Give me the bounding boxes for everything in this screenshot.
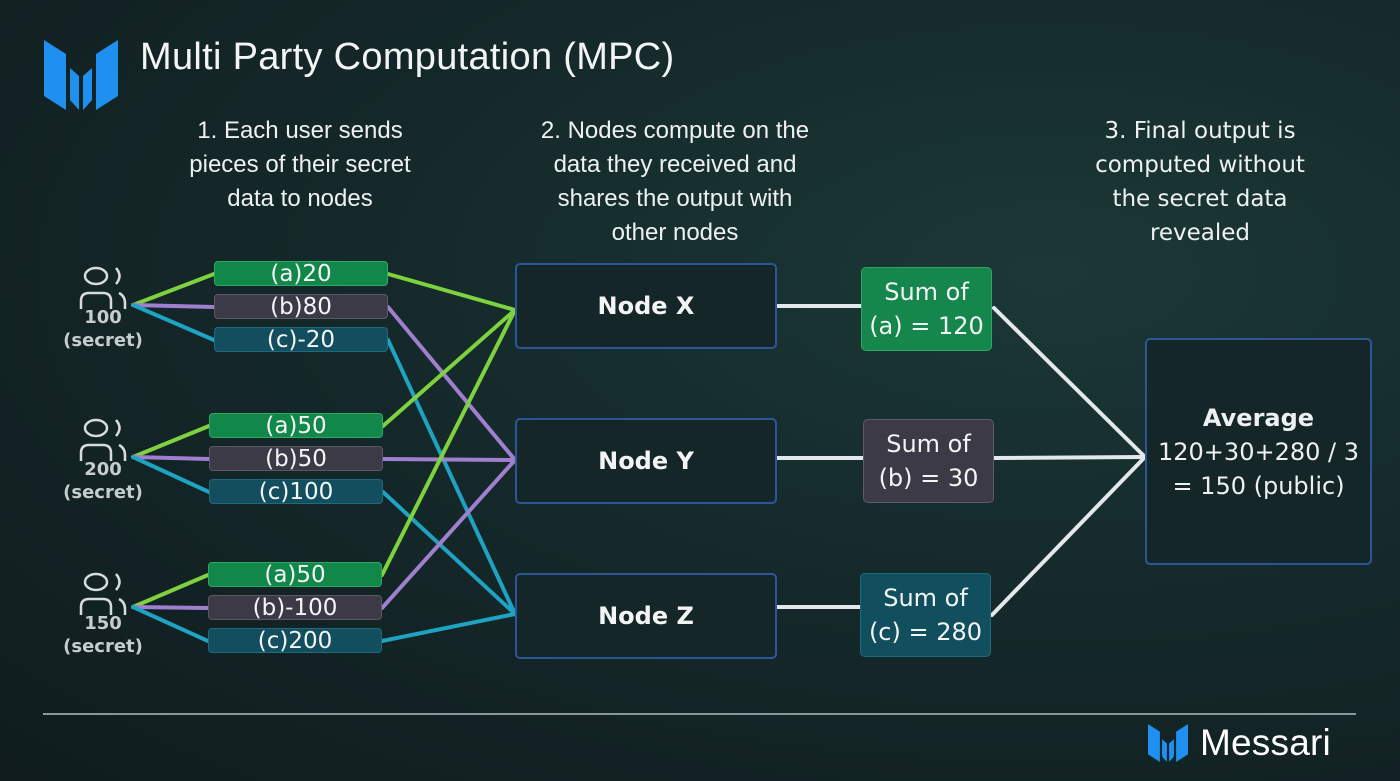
share-to-node-wire-b [381, 457, 517, 462]
share-chip-b: (b)50 [209, 446, 383, 471]
sum-value: (a) = 120 [869, 312, 984, 340]
node-z: Node Z [515, 573, 777, 659]
node-x: Node X [515, 263, 777, 349]
user-2: 200 (secret) [58, 417, 148, 505]
user-to-share-wire-b [131, 455, 211, 461]
share-chip-a: (a)50 [209, 413, 383, 438]
users-icon [79, 572, 127, 615]
share-chip-a: (a)20 [214, 261, 388, 286]
node-label: Node Z [598, 602, 694, 630]
sum-to-result-wire [991, 455, 1147, 460]
share-chip-c: (c)-20 [214, 327, 388, 352]
step-2-description: 2. Nodes compute on the data they receiv… [500, 114, 850, 250]
user-secret-value: 200 [84, 459, 122, 480]
user-to-share-wire-c [131, 455, 211, 494]
user-to-share-wire-a [131, 272, 216, 307]
user-3: 150 (secret) [58, 571, 148, 659]
share-to-node-wire-c [381, 490, 517, 616]
share-chip-b: (b)-100 [208, 595, 382, 620]
sum-label: Sum of [883, 584, 968, 612]
result-formula: 120+30+280 / 3 [1158, 437, 1359, 466]
step-3-line: the secret data [1112, 186, 1288, 212]
sum-label: Sum of [886, 430, 971, 458]
step-2-line: shares the output with [557, 185, 793, 212]
sum-value: (b) = 30 [878, 464, 979, 492]
user-secret-label: (secret) [63, 482, 143, 503]
user-to-share-wire-a [131, 573, 210, 609]
sum-label: Sum of [884, 278, 969, 306]
sum-box-b: Sum of (b) = 30 [863, 419, 994, 503]
node-label: Node X [597, 292, 695, 320]
user-secret-value: 150 [84, 613, 122, 634]
user-1: 100 (secret) [58, 265, 148, 353]
result-value: = 150 (public) [1172, 471, 1345, 500]
step-2-line: other nodes [611, 219, 739, 246]
step-1-line: data to nodes [227, 185, 373, 212]
user-to-share-wire-b [131, 303, 216, 309]
step-3-line: computed without [1095, 152, 1305, 178]
share-chip-a: (a)50 [208, 562, 382, 587]
users-icon [79, 418, 127, 461]
step-1-line: pieces of their secret [189, 151, 411, 178]
footer-brand: Messari [1146, 722, 1331, 764]
share-chip-c: (c)100 [209, 479, 383, 504]
result-title: Average [1202, 403, 1315, 432]
user-secret-label: (secret) [63, 636, 143, 657]
user-to-share-wire-c [131, 303, 216, 342]
share-to-node-wire-a [381, 308, 517, 428]
user-secret-value: 100 [84, 307, 122, 328]
step-1-line: 1. Each user sends [197, 117, 403, 144]
share-to-node-wire-b [380, 458, 517, 610]
footer-divider [43, 713, 1356, 715]
messari-logo-icon [1148, 724, 1188, 762]
step-3-line: revealed [1149, 220, 1251, 246]
user-to-share-wire-c [131, 605, 210, 643]
step-2-line: 2. Nodes compute on the [540, 117, 810, 144]
step-3-description: 3. Final output is computed without the … [1040, 114, 1360, 250]
sum-box-c: Sum of (c) = 280 [860, 573, 991, 657]
node-y: Node Y [515, 418, 777, 504]
share-to-node-wire-c [386, 338, 517, 616]
step-3-line: 3. Final output is [1104, 118, 1296, 144]
messari-logo-icon [44, 40, 118, 110]
users-icon [79, 266, 127, 309]
user-to-share-wire-a [131, 424, 211, 459]
share-chip-b: (b)80 [214, 294, 388, 319]
share-chip-c: (c)200 [208, 628, 382, 653]
user-to-share-wire-b [131, 605, 210, 610]
node-label: Node Y [598, 447, 694, 475]
step-2-line: data they received and [553, 151, 797, 178]
user-secret-label: (secret) [63, 330, 143, 351]
page-title: Multi Party Computation (MPC) [140, 36, 675, 78]
sum-to-result-wire [992, 306, 1147, 459]
share-to-node-wire-b [386, 305, 517, 462]
sum-box-a: Sum of (a) = 120 [861, 267, 992, 351]
share-to-node-wire-a [386, 272, 517, 312]
step-1-description: 1. Each user sends pieces of their secre… [140, 114, 460, 216]
result-box: Average 120+30+280 / 3 = 150 (public) [1145, 338, 1372, 565]
share-to-node-wire-a [380, 308, 517, 577]
sum-to-result-wire [990, 455, 1147, 617]
sum-value: (c) = 280 [868, 618, 983, 646]
share-to-node-wire-c [380, 612, 517, 643]
brand-name: Messari [1200, 722, 1331, 763]
